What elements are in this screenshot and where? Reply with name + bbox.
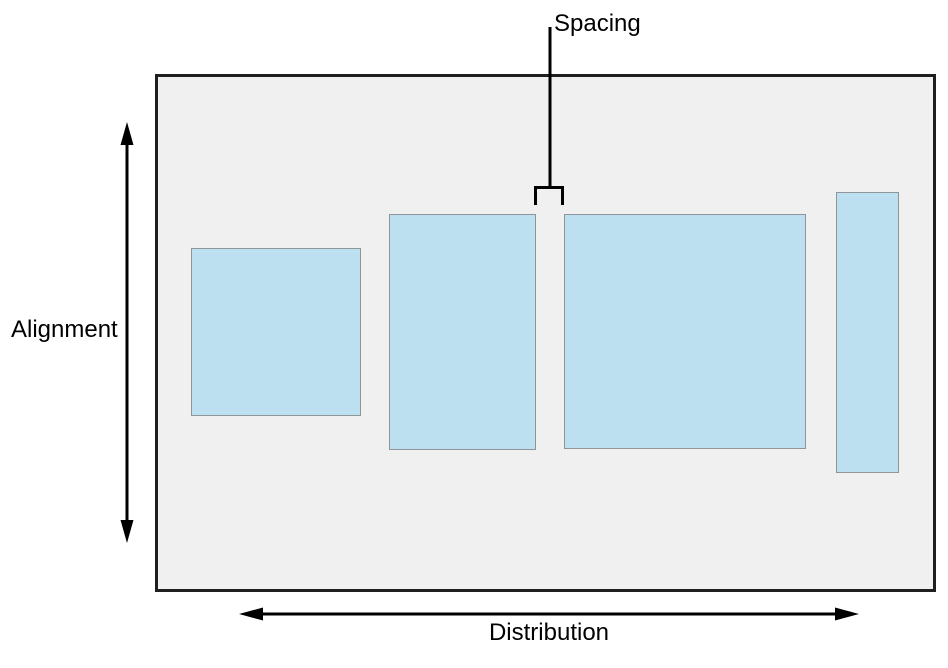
alignment-label: Alignment (11, 316, 118, 343)
spacing-label: Spacing (554, 10, 641, 37)
layout-block-1 (191, 248, 361, 416)
alignment-arrow-icon (120, 122, 134, 543)
layout-block-4 (836, 192, 899, 473)
layout-block-3 (564, 214, 806, 449)
distribution-label: Distribution (488, 619, 610, 646)
layout-block-2 (389, 214, 536, 450)
